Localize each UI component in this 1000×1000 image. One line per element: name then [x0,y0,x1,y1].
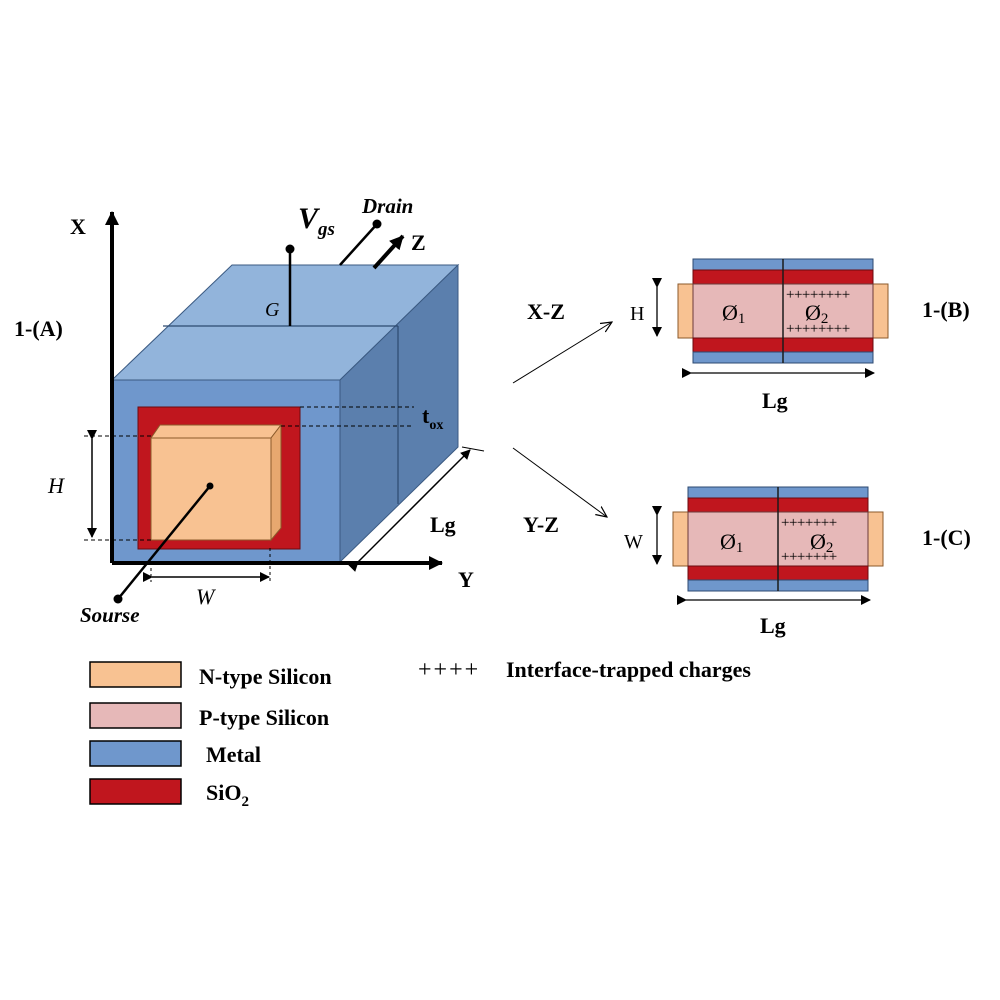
legend-charge-text: Interface-trapped charges [506,657,751,682]
legend-label-n-type: N-type Silicon [199,664,332,689]
b-phi2-label: Ø2 [805,300,828,327]
legend-label-p-type: P-type Silicon [199,705,329,730]
legend-swatch-oxide [89,778,182,805]
legend-swatch-n-type [89,661,182,688]
b-lg-label: Lg [762,388,788,413]
c-lg-label: Lg [760,613,786,638]
channel-top-face [150,424,283,439]
source-lead [117,485,211,600]
yz-plane-label: Y-Z [523,512,559,537]
legend-swatch-metal [89,740,182,767]
projection-arrow-yz [512,447,607,517]
c-charges-top: +++++++ [781,515,837,531]
panel-a-3d-device: 1-(A) X Y Z Vgs Drain G Sourse H W Lg to… [14,194,485,627]
c-drain-contact [867,511,884,567]
legend-label-metal: Metal [206,742,261,767]
c-dim-label: W [624,531,643,553]
panel-c-cross-section: W Ø1 Ø2 +++++++ +++++++ Lg 1-(C) [624,486,971,638]
b-charges-top: ++++++++ [786,287,850,303]
c-source-contact [672,511,689,567]
xz-plane-label: X-Z [527,299,565,324]
panel-b-label: 1-(B) [922,297,970,322]
panel-a-label: 1-(A) [14,316,63,341]
legend-label-oxide: SiO2 [206,780,249,810]
width-label: W [196,584,216,609]
channel-side-face [270,423,282,542]
legend-swatch-p-type [89,702,182,729]
y-axis-label: Y [458,567,474,592]
b-drain-contact [872,283,889,339]
source-label: Sourse [80,603,140,627]
drain-label: Drain [361,194,413,218]
gate-terminal [285,244,295,254]
lg-guide [461,446,485,452]
drain-lead [339,223,378,266]
b-dim-label: H [630,303,644,325]
tox-label: tox [422,403,443,433]
drain-terminal [372,219,382,229]
gate-voltage-label: Vgs [298,202,335,240]
gate-label: G [265,299,280,321]
legend-charge-symbol: ++++ [418,657,480,683]
c-phi2-label: Ø2 [810,529,833,556]
z-axis [372,234,405,270]
source-terminal [113,594,123,604]
b-charges-bottom: ++++++++ [786,321,850,337]
lg-dimension-arrow [348,449,471,572]
panel-c-label: 1-(C) [922,525,971,550]
b-phi1-label: Ø1 [722,300,745,327]
b-source-contact [677,283,694,339]
legend: N-type Silicon P-type Silicon Metal SiO2… [89,657,751,810]
c-phi1-label: Ø1 [720,529,743,556]
projection-arrow-xz [512,322,612,384]
z-axis-label: Z [411,230,426,255]
lg-label-a: Lg [430,512,456,537]
x-axis-label: X [70,214,86,239]
c-charges-bottom: +++++++ [781,549,837,565]
panel-b-cross-section: H Ø1 Ø2 ++++++++ ++++++++ Lg 1-(B) [630,258,970,413]
source-center-dot [206,482,214,490]
height-label: H [47,473,65,498]
